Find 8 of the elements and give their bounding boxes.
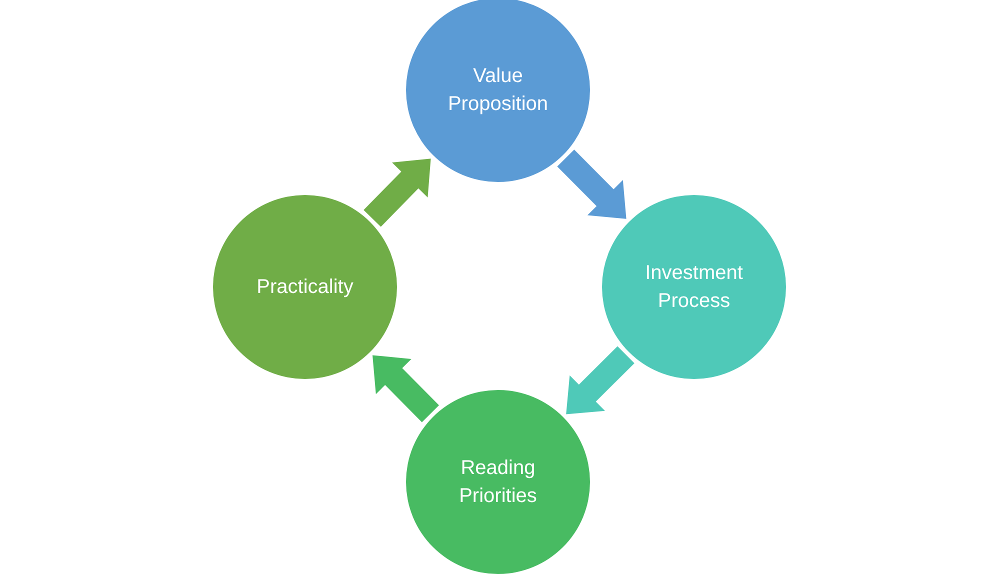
node-label: Reading Priorities [458, 456, 538, 509]
node-label: Value Proposition [446, 64, 550, 117]
node-label: Investment Process [644, 261, 744, 314]
block-arrow [557, 150, 626, 219]
node-label: Practicality [256, 275, 354, 300]
block-arrow [566, 346, 634, 414]
block-arrow [364, 158, 431, 227]
block-arrow [372, 355, 439, 422]
